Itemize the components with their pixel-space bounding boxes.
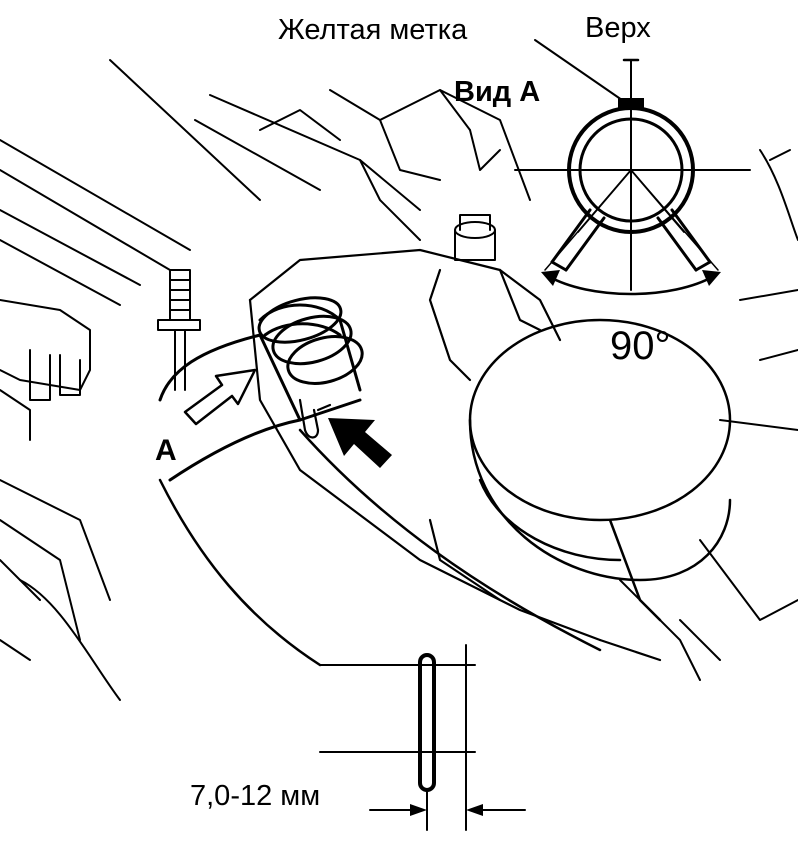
view-a-detail [515, 40, 750, 294]
radiator-hose [160, 290, 367, 480]
clamp-position-arrow [328, 418, 392, 468]
hose-clamp [300, 400, 330, 438]
clip-width-label: 7,0-12 мм [190, 780, 321, 812]
stud-bolt [158, 270, 200, 390]
angle-label: 90° [610, 324, 671, 368]
yellow-mark-label: Желтая метка [278, 14, 468, 46]
reservoir-tank [250, 250, 660, 660]
point-a-label: A [155, 434, 177, 467]
detail-leader-curves [160, 430, 600, 665]
hollow-insert-arrow [185, 370, 255, 424]
view-a-title: Вид А [454, 76, 541, 108]
sensor-fitting [455, 215, 495, 260]
engine-background-lines [0, 60, 798, 700]
filler-cap [470, 320, 730, 620]
clip-width-dimension [320, 645, 525, 830]
electrical-connector [0, 300, 90, 440]
top-direction-label: Верх [585, 12, 651, 44]
